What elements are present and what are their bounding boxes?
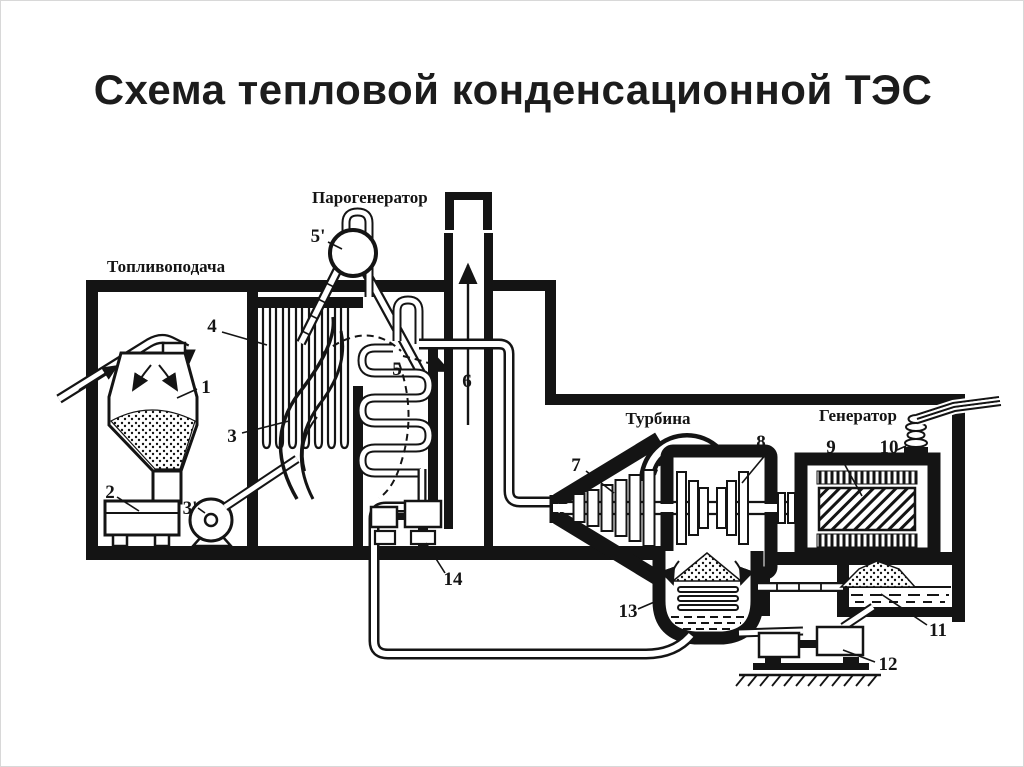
steam-turbine bbox=[549, 432, 803, 586]
page-title: Схема тепловой конденсационной ТЭС bbox=[94, 66, 933, 113]
cooling-basin bbox=[839, 560, 951, 603]
condensate-water bbox=[671, 616, 745, 630]
callout-4: 4 bbox=[207, 316, 217, 337]
callout-3p: 3' bbox=[183, 498, 198, 519]
chimney bbox=[444, 192, 493, 546]
boiler-circulation-pipes bbox=[296, 207, 426, 376]
callout-3: 3 bbox=[227, 426, 237, 447]
label-turbine: Турбина bbox=[625, 409, 691, 428]
generator bbox=[794, 394, 1002, 561]
label-fuel-supply: Топливоподача bbox=[107, 257, 226, 276]
steam-spray bbox=[670, 552, 744, 582]
callout-14: 14 bbox=[444, 569, 464, 590]
callout-1: 1 bbox=[201, 377, 211, 398]
bunker-neck bbox=[151, 469, 183, 505]
label-generator: Генератор bbox=[819, 406, 897, 425]
callout-leader-lines bbox=[116, 241, 928, 663]
callout-13: 13 bbox=[619, 601, 638, 622]
circulating-pump bbox=[753, 625, 869, 670]
burner-duct bbox=[222, 455, 300, 511]
label-steam-generator: Парогенератор bbox=[312, 188, 428, 207]
water-spray-mound bbox=[839, 560, 917, 588]
coal-fill bbox=[110, 409, 196, 470]
condenser-tubes bbox=[677, 586, 739, 611]
callout-12: 12 bbox=[879, 654, 898, 675]
cooling-water-pipes bbox=[738, 582, 876, 638]
furnace-flame bbox=[278, 316, 345, 500]
callout-8: 8 bbox=[756, 432, 766, 453]
flue-gas-flow-dashes bbox=[322, 334, 451, 499]
ground-hatching bbox=[735, 673, 881, 687]
condenser bbox=[652, 551, 764, 645]
feed-pump bbox=[369, 469, 443, 546]
lp-turbine-stages bbox=[676, 471, 749, 545]
callout-2: 2 bbox=[105, 482, 115, 503]
hp-turbine-stages bbox=[572, 469, 656, 547]
fuel-bunker bbox=[107, 341, 199, 505]
generator-rotor-hatch bbox=[817, 486, 917, 532]
fuel-mill bbox=[103, 499, 181, 548]
output-insulator bbox=[904, 414, 928, 455]
callout-7: 7 bbox=[571, 455, 581, 476]
callout-9: 9 bbox=[826, 437, 836, 458]
callout-5: 5 bbox=[392, 359, 402, 380]
callout-10: 10 bbox=[880, 437, 899, 458]
steam-drum bbox=[328, 228, 378, 278]
callout-5p: 5' bbox=[311, 226, 326, 247]
main-steam-pipe bbox=[419, 338, 565, 508]
bunker-inlet-chute bbox=[161, 341, 187, 355]
stator-winding-top bbox=[816, 470, 918, 485]
callout-11: 11 bbox=[929, 620, 947, 641]
economizer-coil bbox=[357, 295, 434, 478]
stator-winding-bottom bbox=[816, 533, 918, 548]
power-lines bbox=[915, 394, 1002, 426]
callout-6: 6 bbox=[462, 371, 472, 392]
